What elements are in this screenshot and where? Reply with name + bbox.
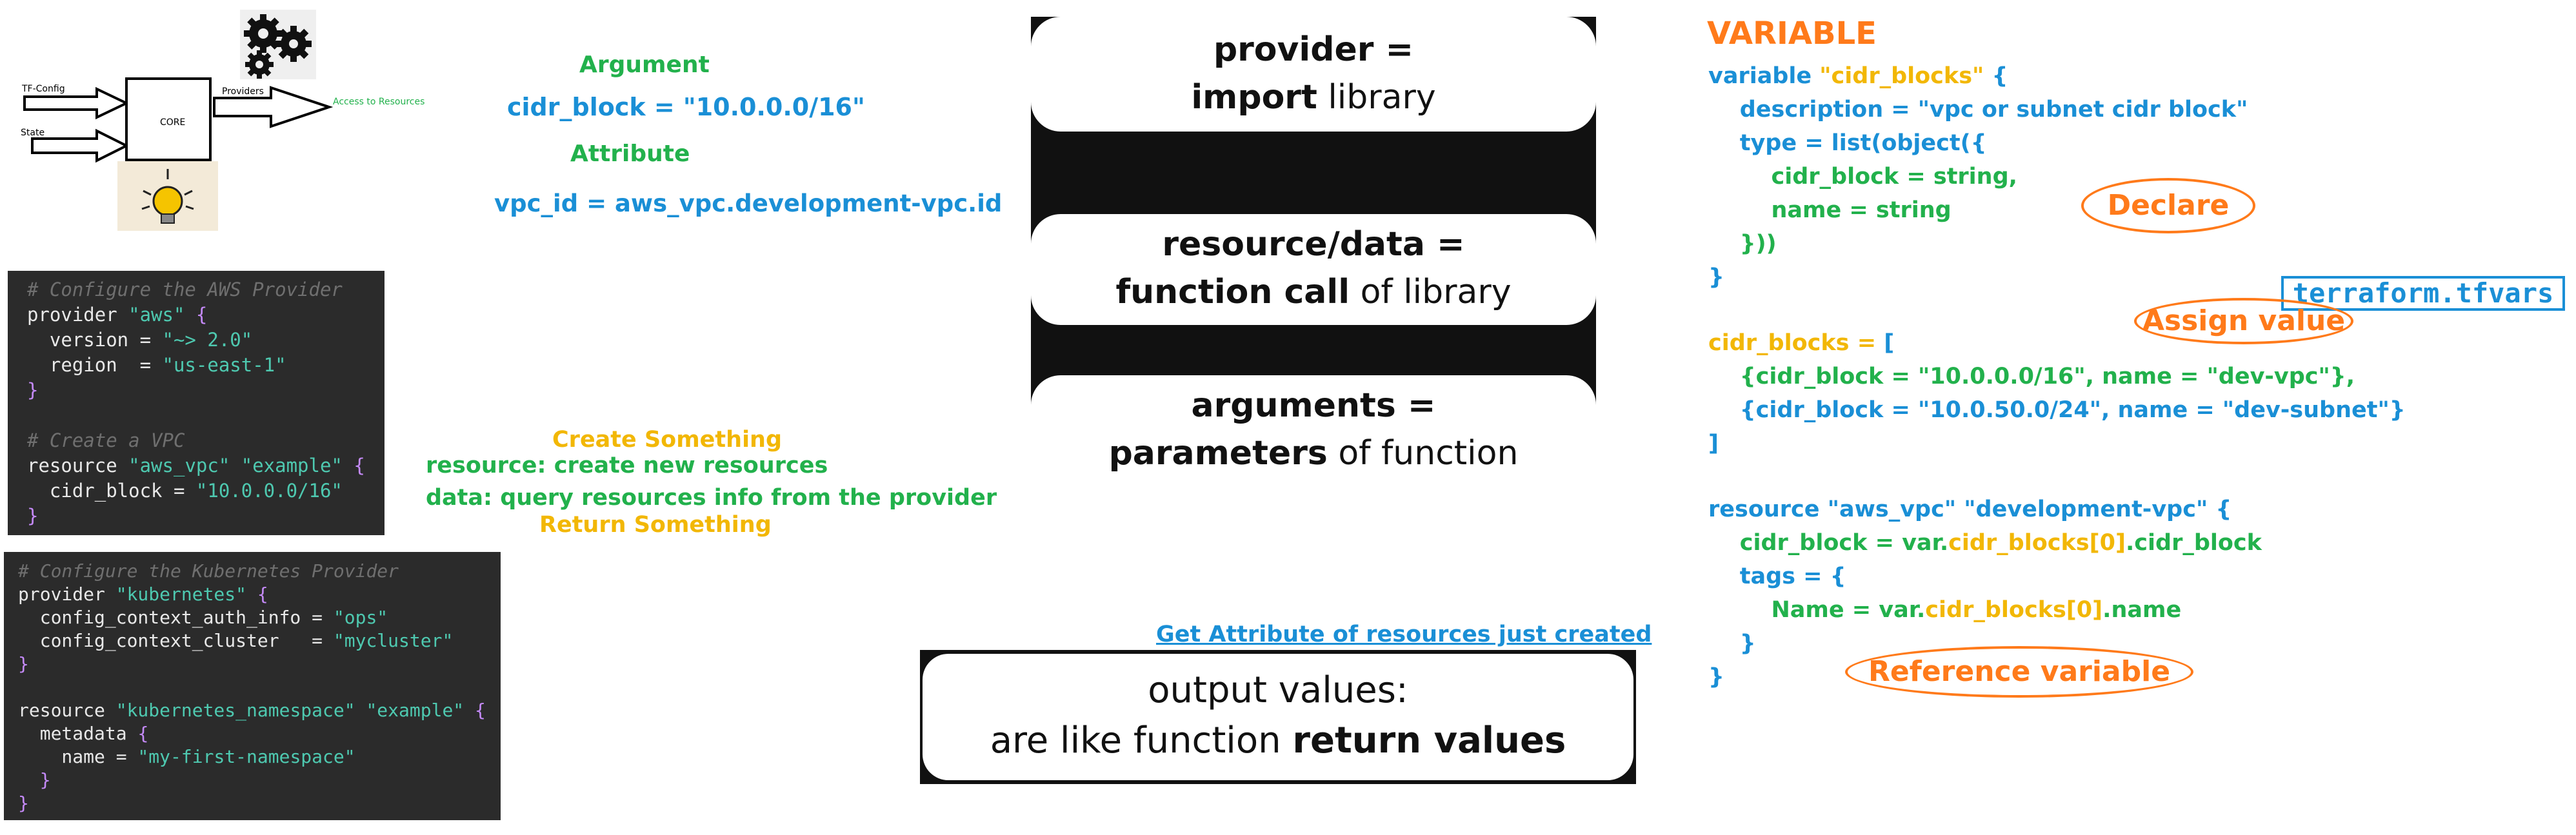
providers-arrow (213, 86, 334, 128)
resource-note: resource: create new resources (426, 453, 828, 478)
kubernetes-provider-code-panel: # Configure the Kubernetes Provider prov… (4, 552, 501, 820)
attribute-code: vpc_id = aws_vpc.development-vpc.id (494, 190, 1003, 217)
arguments-heading: arguments = (1191, 386, 1436, 425)
gears-icon (240, 10, 316, 79)
output-values-pill: output values: are like function return … (923, 654, 1633, 780)
arguments-pill: arguments = parameters of function (1031, 375, 1596, 481)
tf-config-label: TF-Config (21, 84, 65, 94)
resource-data-heading: resource/data = (1162, 225, 1465, 264)
return-something-label: Return Something (539, 512, 772, 538)
declare-ellipse: Declare (2081, 178, 2255, 233)
create-something-label: Create Something (552, 427, 783, 453)
core-box (125, 77, 212, 161)
core-diagram-svg: TF-Config State CORE Providers Access to… (21, 10, 424, 231)
lightbulb-icon (117, 161, 218, 231)
core-label: CORE (160, 117, 185, 128)
provider-pill: provider = import library (1031, 17, 1596, 132)
core-diagram: TF-Config State CORE Providers Access to… (0, 0, 452, 245)
providers-label: Providers (222, 86, 264, 97)
provider-desc: import library (1191, 78, 1436, 117)
code-comment: # Configure the AWS Provider (27, 279, 343, 300)
output-values-slide: output values: are like function return … (920, 650, 1636, 784)
argument-title: Argument (579, 52, 710, 78)
access-to-resources-label: Access to Resources (333, 97, 424, 107)
argument-code: cidr_block = "10.0.0.0/16" (507, 93, 865, 121)
aws-provider-code-panel: # Configure the AWS Provider provider "a… (8, 271, 384, 535)
state-arrow (31, 128, 130, 163)
resource-data-pill: resource/data = function call of library (1031, 214, 1596, 325)
reference-variable-ellipse: Reference variable (1845, 646, 2193, 698)
arguments-desc: parameters of function (1108, 434, 1519, 473)
output-values-heading: output values: (1148, 669, 1408, 711)
provider-heading: provider = (1213, 30, 1414, 69)
assign-value-ellipse: Assign value (2134, 298, 2353, 344)
attribute-title: Attribute (570, 141, 690, 167)
resource-data-desc: function call of library (1115, 273, 1512, 311)
data-note: data: query resources info from the prov… (426, 485, 997, 511)
tfvars-file-label: terraform.tfvars (2281, 276, 2565, 311)
code-comment: # Create a VPC (27, 429, 185, 451)
variable-declaration-code: variable "cidr_blocks" { description = "… (1708, 63, 2248, 290)
variable-title: VARIABLE (1707, 15, 1877, 52)
state-label: State (21, 128, 45, 138)
tf-config-arrow (23, 86, 130, 120)
variable-reference-code: resource "aws_vpc" "development-vpc" { c… (1708, 496, 2262, 690)
get-attribute-note: Get Attribute of resources just created (1156, 622, 1652, 647)
code-comment: # Configure the Kubernetes Provider (18, 560, 399, 582)
variable-assignment-code: cidr_blocks = [ {cidr_block = "10.0.0.0/… (1708, 330, 2406, 457)
output-values-desc: are like function return values (990, 720, 1566, 761)
function-analogy-slide: provider = import library resource/data … (1031, 17, 1596, 481)
